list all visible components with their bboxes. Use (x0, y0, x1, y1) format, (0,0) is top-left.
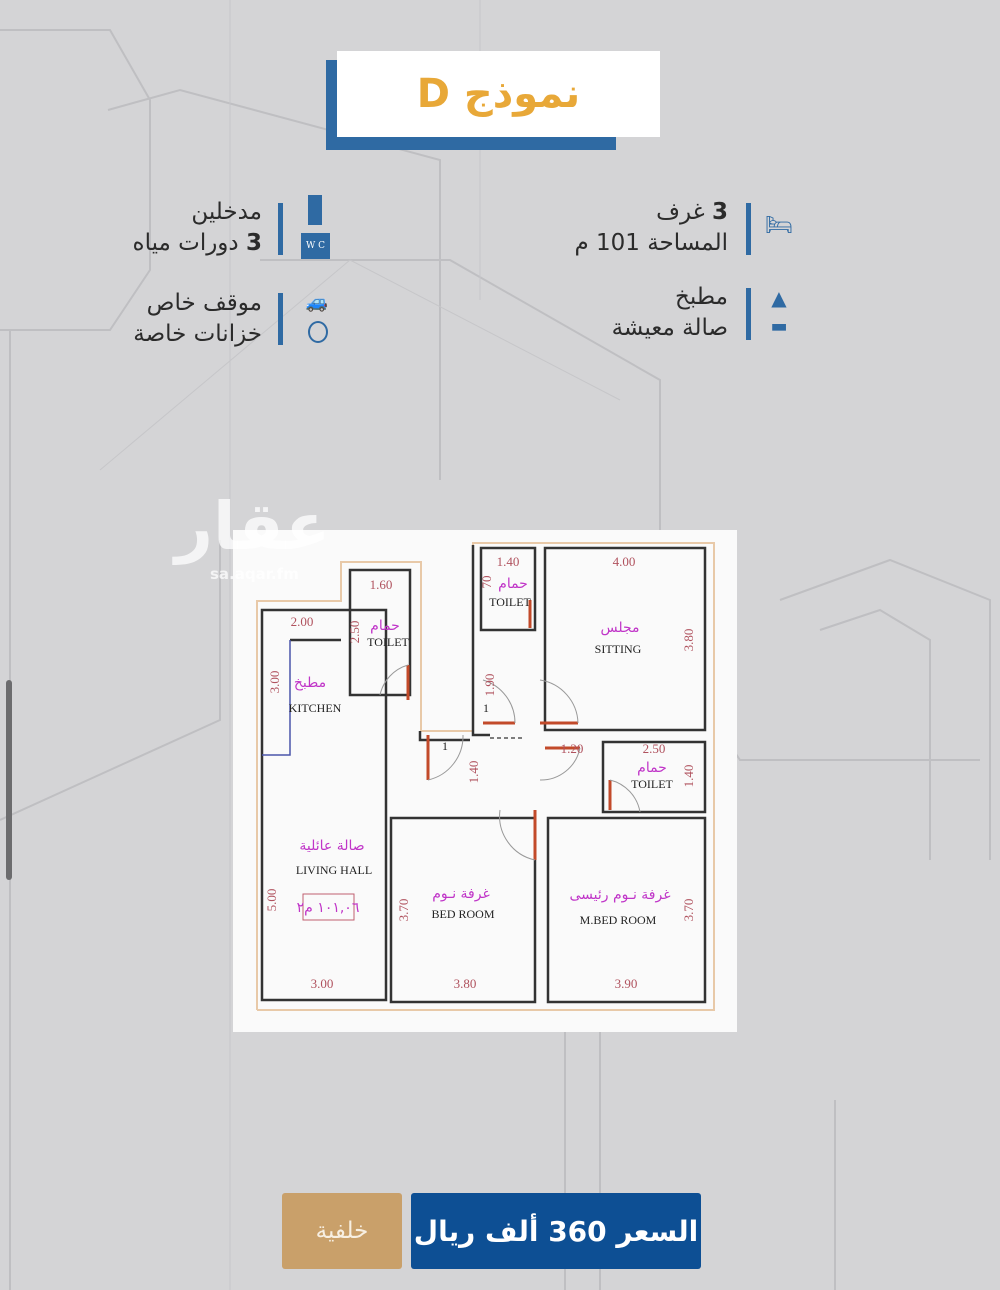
floor-plan: 2.00 3.00 1.60 2.50 1.40 70 4.00 3.80 1.… (233, 530, 737, 1032)
rooms-count: 3 (711, 199, 728, 225)
tanks-label: خزانات خاصة (133, 321, 262, 347)
kitchen-label: مطبخ (675, 284, 728, 310)
divider (746, 288, 751, 340)
background-button[interactable]: خلفية (282, 1193, 402, 1269)
model-title: نموذج D (416, 71, 581, 117)
room-bed-en: BED ROOM (431, 907, 494, 921)
rooms-label: غرف (656, 199, 712, 225)
dim-mbed-width: 3.90 (615, 976, 638, 991)
divider (746, 203, 751, 255)
room-toilet1-ar: حمام (370, 618, 400, 634)
master-bedroom-walls (546, 816, 707, 1004)
room-kitchen-en: KITCHEN (289, 701, 342, 715)
bathrooms-label: دورات مياه (132, 230, 246, 256)
dim-bed-width: 3.80 (454, 976, 477, 991)
sofa-icon: ▬ (770, 316, 788, 337)
dim-corridor-height-2: 1.40 (466, 761, 481, 784)
room-toilet3-ar: حمام (637, 760, 667, 776)
dim-sitting-width: 4.00 (613, 554, 636, 569)
area-label: المساحة 101 م (574, 230, 728, 256)
parking-label: موقف خاص (146, 290, 262, 316)
room-living-en: LIVING HALL (296, 863, 372, 877)
sitting-walls (543, 546, 707, 732)
area-box: ١٠١,٠٦ م٢ (297, 900, 360, 916)
water-tank-icon (308, 321, 328, 343)
scrollbar[interactable] (6, 680, 12, 880)
bedroom-walls (389, 816, 537, 1004)
apron-icon: ▲ (771, 286, 787, 310)
watermark-site: sa.aqar.fm (210, 565, 299, 583)
room-sitting-en: SITTING (595, 642, 642, 656)
room-toilet2-en: TOILET (489, 595, 531, 609)
room-sitting-ar: مجلس (600, 620, 639, 636)
room-living-ar: صالة عائلية (299, 838, 364, 854)
dim-corridor-width: 1.20 (561, 741, 584, 756)
toilet3-walls (601, 740, 707, 814)
price-button[interactable]: السعر 360 ألف ريال (411, 1193, 701, 1269)
room-toilet1-en: TOILET (367, 635, 409, 649)
floor-plan-drawing: 2.00 3.00 1.60 2.50 1.40 70 4.00 3.80 1.… (256, 542, 715, 1011)
watermark-logo: عقار (175, 488, 331, 565)
living-hall-walls (260, 608, 388, 1002)
bathrooms-count: 3 (245, 230, 262, 256)
room-toilet3-en: TOILET (631, 777, 673, 791)
dim-toilet3-height: 1.40 (681, 765, 696, 788)
divider (278, 293, 283, 345)
dim-kitchen-width: 2.00 (291, 614, 314, 629)
car-icon: 🚙 (305, 292, 329, 313)
dim-toilet3-width: 2.50 (643, 741, 666, 756)
dim-toilet2-height: 70 (479, 576, 494, 589)
dim-toilet2-width: 1.40 (497, 554, 520, 569)
room-mbed-en: M.BED ROOM (580, 913, 657, 927)
bed-icon: 🛏 (765, 213, 793, 238)
living-label: صالة معيشة (611, 315, 728, 341)
divider (278, 203, 283, 255)
dim-kitchen-height: 3.00 (267, 671, 282, 694)
dim-mbed-height: 3.70 (681, 899, 696, 922)
toilet2-walls (479, 546, 537, 632)
dim-bed-height: 3.70 (396, 899, 411, 922)
feature-rooms-area: 3 غرف المساحة 101 م (574, 197, 728, 259)
feature-kitchen-living: مطبخ صالة معيشة (612, 282, 728, 344)
dim-corridor-height: 1.90 (482, 674, 497, 697)
dim-toilet1-height: 2.50 (347, 621, 362, 644)
dim-sitting-height: 3.80 (681, 629, 696, 652)
entrances-label: مدخلين (191, 199, 262, 225)
room-mbed-ar: غرفة نـوم رئيسى (569, 887, 670, 903)
feature-entrances-bathrooms: مدخلين 3 دورات مياه (133, 197, 262, 259)
room-toilet2-ar: حمام (498, 576, 528, 592)
dim-living-width: 3.00 (311, 976, 334, 991)
wc-icon: W C (301, 233, 330, 259)
door-label: 1 (442, 739, 448, 753)
room-bed-ar: غرفة نـوم (432, 886, 490, 902)
dim-toilet1-width: 1.60 (370, 577, 393, 592)
feature-parking-tanks: موقف خاص خزانات خاصة (133, 288, 262, 350)
title-card: نموذج D (337, 51, 660, 137)
door-icon (308, 195, 322, 225)
room-kitchen-ar: مطبخ (294, 675, 326, 691)
dim-living-height: 5.00 (264, 889, 279, 912)
door-label: 1 (483, 701, 489, 715)
